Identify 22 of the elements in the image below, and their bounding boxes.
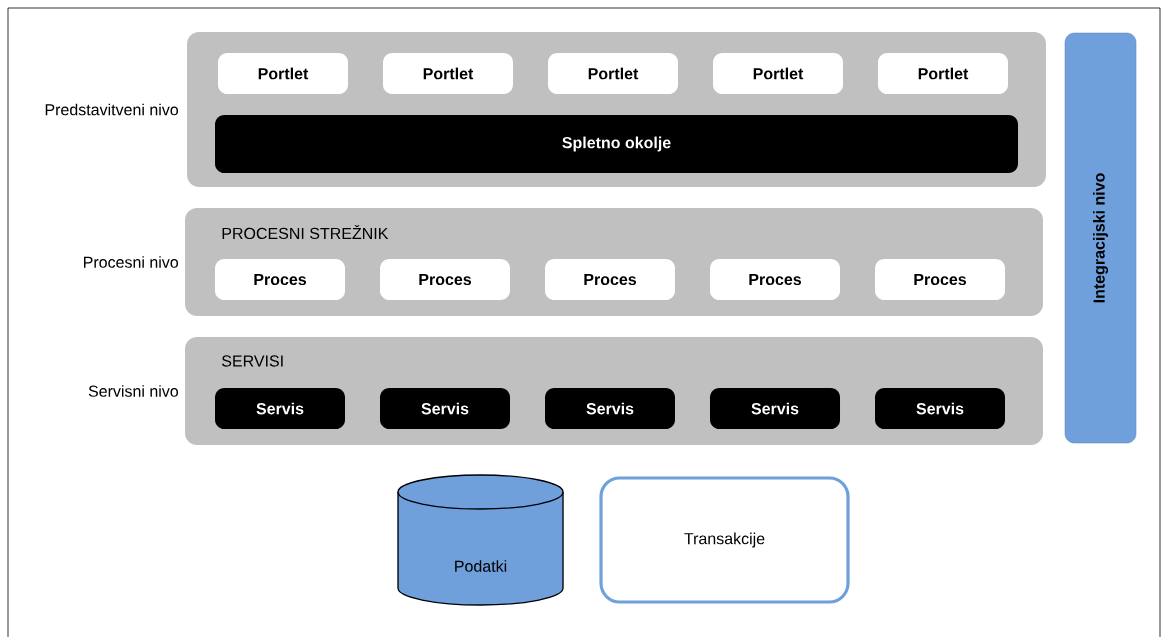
component-box: Proces (875, 259, 1005, 300)
component-box: Servis (875, 388, 1005, 429)
component-box: Portlet (383, 53, 513, 94)
transaction-box: Transakcije (599, 476, 850, 604)
component-box: Portlet (713, 53, 843, 94)
component-box: Spletno okolje (215, 115, 1018, 173)
layer-label: Procesni nivo (84, 256, 179, 268)
component-box: Proces (380, 259, 510, 300)
component-box: Proces (545, 259, 675, 300)
layer-label: Predstavitveni nivo (45, 103, 179, 116)
database-cylinder: Podatki (397, 474, 564, 606)
component-box: Proces (710, 259, 840, 300)
component-box: Servis (545, 388, 675, 429)
component-box: Portlet (218, 53, 348, 94)
layer-bar: Integracijski nivo (1064, 32, 1137, 444)
component-box: Servis (215, 388, 345, 429)
layer-label: Servisni nivo (88, 385, 179, 397)
component-box: Portlet (548, 53, 678, 94)
component-box: Proces (215, 259, 345, 300)
component-box: Portlet (878, 53, 1008, 94)
component-box: Servis (380, 388, 510, 429)
component-box: Servis (710, 388, 840, 429)
